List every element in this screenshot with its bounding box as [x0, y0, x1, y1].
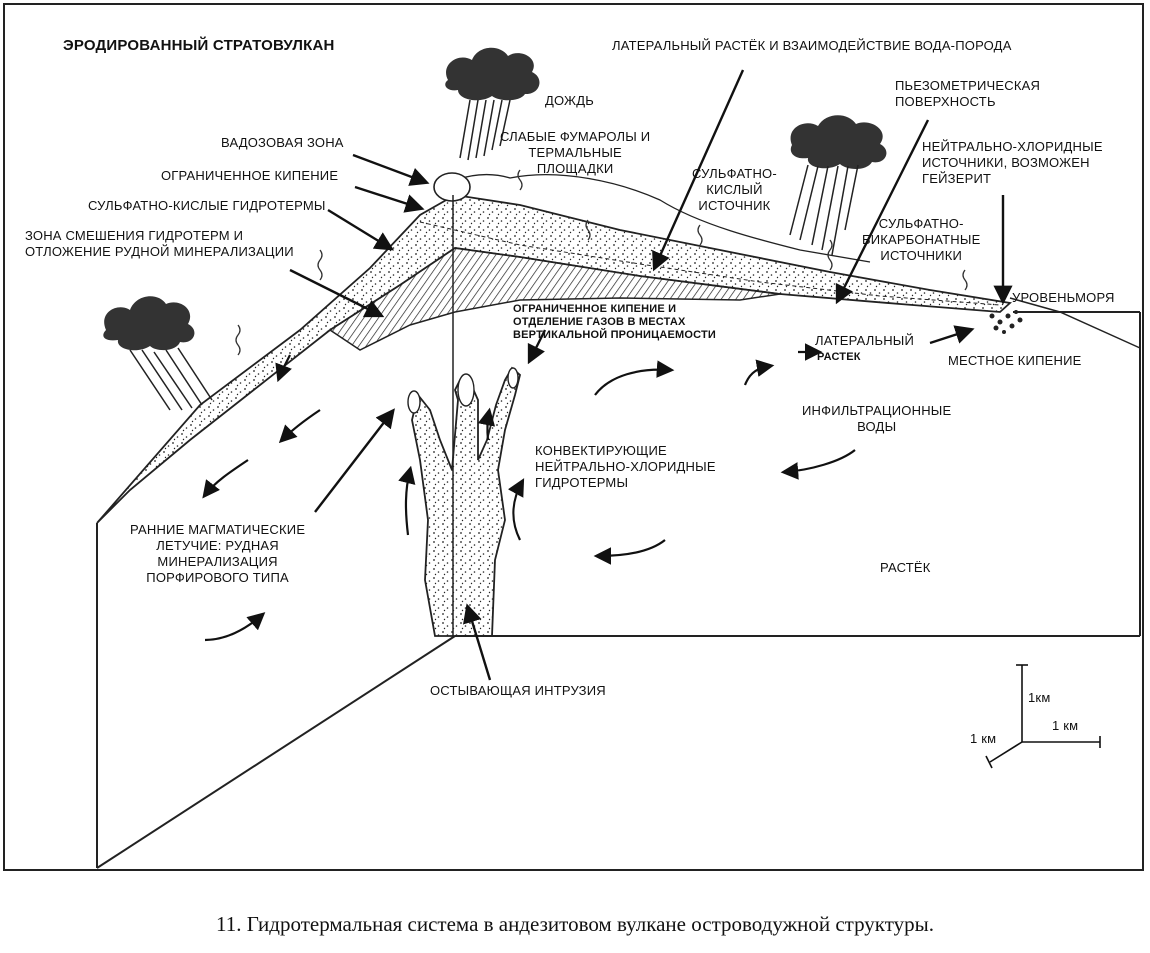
label-acid-sulfate-hydrotherms: СУЛЬФАТНО-КИСЛЫЕ ГИДРОТЕРМЫ: [88, 198, 326, 213]
label-cooling-intrusion: ОСТЫВАЮЩАЯ ИНТРУЗИЯ: [430, 683, 606, 698]
intrusion-lobe-center: [457, 373, 475, 407]
surface-line: [454, 174, 871, 263]
mixing-zone: [328, 247, 781, 351]
convection-arrows: [202, 343, 856, 642]
label-rain: ДОЖДЬ: [545, 93, 594, 108]
label-limited-boiling: ОГРАНИЧЕННОЕ КИПЕНИЕ: [161, 168, 339, 183]
intrusion-lobe-left: [407, 390, 421, 414]
fumaroles: [235, 169, 968, 356]
scale-bar: [985, 664, 1101, 769]
label-neutral-chloride-springs: НЕЙТРАЛЬНО-ХЛОРИДНЫЕ ИСТОЧНИКИ, ВОЗМОЖЕН…: [922, 139, 1103, 186]
label-lateral-flow-water-rock: ЛАТЕРАЛЬНЫЙ РАСТЁК И ВЗАИМОДЕЙСТВИЕ ВОДА…: [612, 38, 1012, 53]
label-sulfate-bicarbonate-springs: СУЛЬФАТНО- БИКАРБОНАТНЫЕ ИСТОЧНИКИ: [862, 216, 981, 263]
label-convecting: КОНВЕКТИРУЮЩИЕ НЕЙТРАЛЬНО-ХЛОРИДНЫЕ ГИДР…: [535, 443, 716, 490]
label-limited-boiling-gas: ОГРАНИЧЕННОЕ КИПЕНИЕ И ОТДЕЛЕНИЕ ГАЗОВ В…: [513, 303, 717, 341]
label-lateral-flow-small: РАСТЕК: [817, 351, 861, 363]
figure-caption: 11. Гидротермальная система в андезитово…: [215, 912, 934, 936]
volcano-edifice: [96, 194, 1012, 524]
piezometric-line: [419, 221, 1001, 306]
diagram-title: ЭРОДИРОВАННЫЙ СТРАТОВУЛКАН: [63, 37, 335, 54]
rain-cloud-right: [789, 115, 887, 256]
scale-label-depth: 1 км: [970, 731, 997, 746]
rain-cloud-left: [103, 296, 213, 411]
label-sea-level: УРОВЕНЬМОРЯ: [1012, 290, 1115, 305]
scale-label-horizontal: 1 км: [1052, 718, 1079, 733]
cooling-intrusion: [411, 366, 522, 637]
label-outflow: РАСТЁК: [880, 560, 931, 575]
label-lateral: ЛАТЕРАЛЬНЫЙ: [815, 333, 915, 348]
label-weak-fumaroles: СЛАБЫЕ ФУМАРОЛЫ И ТЕРМАЛЬНЫЕ ПЛОЩАДКИ: [500, 129, 651, 176]
label-local-boiling: МЕСТНОЕ КИПЕНИЕ: [948, 353, 1082, 368]
label-acid-sulfate-spring: СУЛЬФАТНО- КИСЛЫЙ ИСТОЧНИК: [692, 166, 777, 213]
label-mixing-zone: ЗОНА СМЕШЕНИЯ ГИДРОТЕРМ И ОТЛОЖЕНИЕ РУДН…: [25, 228, 294, 259]
vadose-zone-circle: [433, 172, 471, 202]
block-outline: [96, 297, 1141, 869]
label-early-magmatic: РАННИЕ МАГМАТИЧЕСКИЕ ЛЕТУЧИЕ: РУДНАЯ МИН…: [130, 522, 306, 585]
scale-label-vertical: 1км: [1028, 690, 1051, 705]
label-infiltration-waters: ИНФИЛЬТРАЦИОННЫЕ ВОДЫ: [802, 403, 952, 434]
local-boiling-dots: [989, 310, 1023, 334]
label-piezometric-surface: ПЬЕЗОМЕТРИЧЕСКАЯ ПОВЕРХНОСТЬ: [895, 78, 1041, 109]
rain-cloud-top: [445, 47, 540, 161]
leader-lines: [289, 69, 1013, 681]
diagram-frame: [3, 3, 1144, 871]
intrusion-lobe-right: [507, 367, 519, 389]
label-vadose-zone: ВАДОЗОВАЯ ЗОНА: [221, 135, 344, 150]
